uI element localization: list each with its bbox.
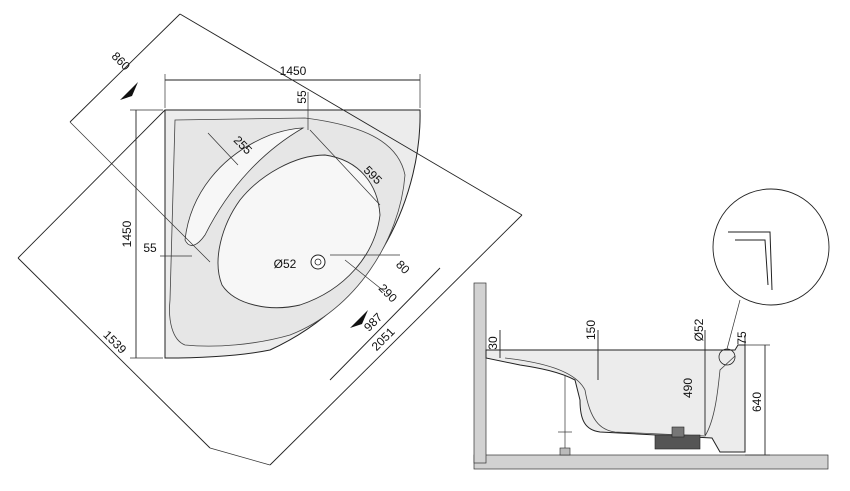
dim-line-1539 — [17, 257, 211, 449]
arrow-south-icon — [350, 310, 368, 328]
basin — [217, 154, 381, 308]
label-side-gap: 55 — [143, 241, 157, 255]
armrest — [184, 127, 305, 246]
detail-profile — [728, 231, 773, 291]
label-inner-depth: 150 — [584, 320, 598, 340]
label-drain-diameter: Ø52 — [274, 257, 297, 271]
arrow-north-icon — [120, 82, 138, 100]
label-wall-side: 1539 — [100, 328, 129, 357]
plan-view: 1450 1450 55 55 860 1539 2051 255 595 Ø5… — [17, 13, 523, 466]
label-drain-size: Ø52 — [692, 318, 706, 341]
label-corner-diagonal: 860 — [109, 49, 133, 73]
foot — [559, 447, 571, 456]
drain-inner — [314, 258, 322, 266]
label-drain-offset-290: 290 — [376, 281, 400, 305]
tub-section — [485, 344, 746, 453]
wall — [473, 282, 487, 464]
tub-inner-line — [504, 355, 736, 437]
dim-line-987 — [329, 267, 441, 381]
label-width: 1450 — [280, 64, 307, 78]
dim-line-2051 — [269, 214, 523, 466]
label-total-height: 640 — [750, 392, 764, 412]
drain-pipe — [671, 426, 685, 438]
label-depth: 1450 — [120, 220, 134, 247]
label-drain-offset-80: 80 — [393, 257, 413, 277]
label-overflow-height: 75 — [735, 331, 749, 345]
label-rim-height: 30 — [486, 336, 500, 350]
floor — [473, 454, 829, 470]
label-water-depth: 490 — [681, 378, 695, 398]
section-view: 30 150 Ø52 75 490 640 — [473, 188, 830, 470]
label-top-gap: 55 — [295, 90, 309, 104]
dim-line-860 — [69, 13, 181, 123]
